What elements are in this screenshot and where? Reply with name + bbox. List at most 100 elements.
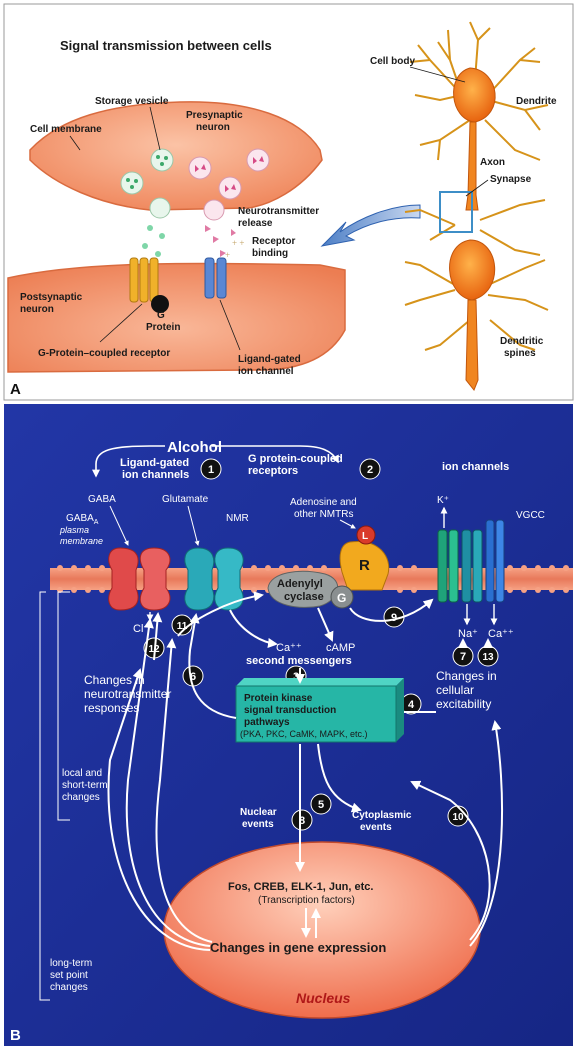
marker-13-text: 13 xyxy=(482,652,494,663)
marker-9-text: 9 xyxy=(391,612,397,624)
camp-label: cAMP xyxy=(326,642,355,654)
marker-5-text: 5 xyxy=(318,799,324,811)
panel-b-letter: B xyxy=(10,1027,21,1044)
svg-text:+ +: + + xyxy=(232,238,244,248)
label-storage-vesicle: Storage vesicle xyxy=(95,96,169,107)
ion-channels-label: ion channels xyxy=(442,461,509,473)
label-synapse: Synapse xyxy=(490,174,532,185)
ca-plus-label: Ca⁺⁺ xyxy=(276,642,302,654)
vgcc-label: VGCC xyxy=(516,510,545,521)
pk-label-1: Protein kinase xyxy=(244,693,313,704)
label-postsynaptic-2: neuron xyxy=(20,304,54,315)
cyto-label-1: Cytoplasmic xyxy=(352,810,412,821)
label-cell-body: Cell body xyxy=(370,56,415,67)
gpcr-label-2: receptors xyxy=(248,465,298,477)
marker-2-text: 2 xyxy=(367,464,373,476)
nmtr-receptor: L R xyxy=(339,525,390,591)
presynaptic-terminal xyxy=(29,101,323,211)
gene-expression-label: Changes in gene expression xyxy=(210,940,386,955)
changes-nt-label-2: neurotransmitter xyxy=(84,687,171,701)
marker-7-text: 7 xyxy=(460,651,466,663)
panel-a-letter: A xyxy=(10,381,21,398)
changes-cell-label-3: excitability xyxy=(436,697,491,711)
neuron-illustration xyxy=(404,21,549,351)
timescale-brackets xyxy=(39,591,70,1001)
nmr-label: NMR xyxy=(226,513,249,524)
alcohol-label: Alcohol xyxy=(167,439,222,456)
label-ligand-gated-2: ion channel xyxy=(238,366,294,377)
marker-2 xyxy=(359,458,381,480)
label-ligand-gated-1: Ligand-gated xyxy=(238,354,301,365)
adenylyl-label-2: cyclase xyxy=(284,591,324,603)
sodium-channel xyxy=(461,529,483,603)
zoom-arrow xyxy=(320,204,421,247)
g-protein-coupled-receptor xyxy=(129,257,169,313)
adenosine-label-2: other NMTRs xyxy=(294,509,353,520)
panel-a: Signal transmission between cells + + + xyxy=(3,3,574,401)
adenylyl-cyclase: Adenylyl cyclase G xyxy=(267,570,354,609)
label-gpcr: G-Protein–coupled receptor xyxy=(38,348,170,359)
marker-8-text: 8 xyxy=(299,815,305,827)
ligand-gated-channel xyxy=(204,257,227,299)
marker-8 xyxy=(291,809,313,831)
changes-nt-label-3: responses xyxy=(84,701,139,715)
label-axon: Axon xyxy=(480,157,505,168)
adenylyl-label-1: Adenylyl xyxy=(277,578,323,590)
g-protein-label: G xyxy=(337,591,346,605)
label-presynaptic-1: Presynaptic xyxy=(186,110,243,121)
marker-5 xyxy=(310,793,332,815)
label-nt-release-1: Neurotransmitter xyxy=(238,206,319,217)
ligand-l-label: L xyxy=(362,531,368,542)
cyto-label-2: events xyxy=(360,822,392,833)
marker-1 xyxy=(200,458,222,480)
membrane-beads xyxy=(57,565,569,593)
postsynaptic-neuron xyxy=(7,262,346,373)
label-nt-release-2: release xyxy=(238,218,273,229)
nucleus-label: Nucleus xyxy=(296,990,351,1006)
longterm-label-3: changes xyxy=(50,982,88,993)
plasma-label-1: plasma xyxy=(59,525,89,535)
label-cell-membrane: Cell membrane xyxy=(30,124,102,135)
changes-cell-label-2: cellular xyxy=(436,683,474,697)
plasma-label-2: membrane xyxy=(60,536,103,546)
nuclear-label-2: events xyxy=(242,819,274,830)
pathway-arrows xyxy=(107,591,504,951)
cl-minus-label: Cl⁻ xyxy=(133,623,149,635)
gene-expr-arrows xyxy=(301,908,321,938)
marker-11 xyxy=(171,614,193,636)
label-receptor-binding-1: Receptor xyxy=(252,236,295,247)
label-postsynaptic-1: Postsynaptic xyxy=(20,292,83,303)
label-receptor-binding-2: binding xyxy=(252,248,288,259)
svg-text:+: + xyxy=(225,250,230,260)
marker-10-text: 10 xyxy=(452,812,464,823)
glutamate-label: Glutamate xyxy=(162,494,209,505)
changes-cell-label-1: Changes in xyxy=(436,669,497,683)
ca-plus-right-label: Ca⁺⁺ xyxy=(488,628,514,640)
second-messengers-label: second messengers xyxy=(246,655,352,667)
nuclear-label-1: Nuclear xyxy=(240,807,277,818)
panel-a-title: Signal transmission between cells xyxy=(60,38,272,53)
pk-label-4: (PKA, PKC, CaMK, MAPK, etc.) xyxy=(240,729,368,739)
gaba-a-label: GABAA xyxy=(66,513,99,526)
tf-label-1: Fos, CREB, ELK-1, Jun, etc. xyxy=(228,881,373,893)
vgcc-channel xyxy=(485,519,505,603)
gaba-a-channel xyxy=(108,547,171,611)
marker-6-text: 6 xyxy=(190,671,196,683)
alcohol-bracket xyxy=(92,445,339,478)
ligand-pointers xyxy=(109,505,200,546)
gaba-label: GABA xyxy=(88,494,116,505)
marker-4-text: 4 xyxy=(408,699,415,711)
local-label-1: local and xyxy=(62,768,102,779)
ligand-gated-label-2: ion channels xyxy=(122,469,189,481)
label-g-protein-2: Protein xyxy=(146,322,180,333)
storage-vesicles xyxy=(120,148,270,221)
label-dendrite: Dendrite xyxy=(516,96,557,107)
tf-label-2: (Transcription factors) xyxy=(258,895,355,906)
released-neurotransmitters: + + + xyxy=(142,225,244,260)
potassium-channel xyxy=(437,529,459,603)
longterm-label-2: set point xyxy=(50,970,88,981)
na-plus-label: Na⁺ xyxy=(458,628,478,640)
pk-label-2: signal transduction xyxy=(244,705,336,716)
longterm-label-1: long-term xyxy=(50,958,92,969)
